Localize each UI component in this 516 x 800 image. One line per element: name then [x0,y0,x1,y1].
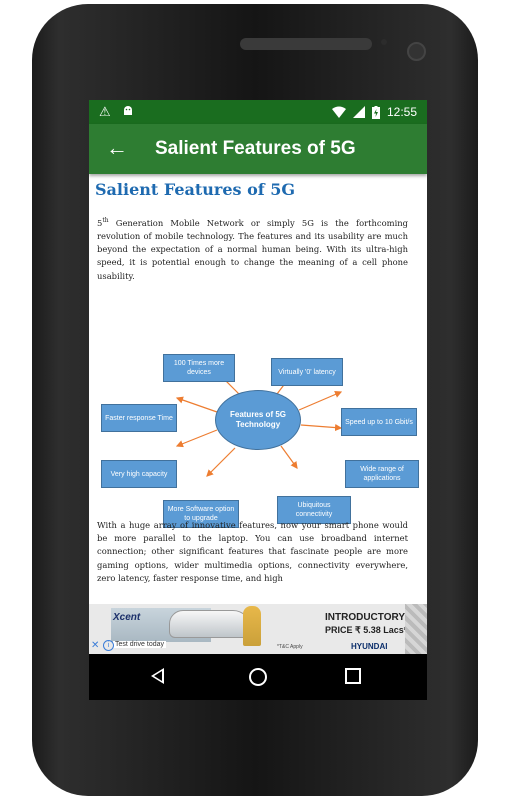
diagram-node: Virtually '0' latency [271,358,343,386]
arrow-to-response [175,396,218,413]
arrow-to-capacity [175,429,218,448]
status-right-icons: 12:55 [331,105,417,119]
front-camera [407,42,426,61]
app-bar: ← Salient Features of 5G [89,124,427,174]
arrow-to-applications [300,423,343,432]
arrow-to-software [206,447,236,477]
diagram-node: Wide range of applications [345,460,419,488]
close-icon[interactable]: ✕ [91,640,100,651]
earpiece [240,38,372,50]
ad-test-drive[interactable]: Test drive today [113,641,167,648]
ad-car-image [169,610,251,638]
nav-home-icon[interactable] [249,668,267,686]
diagram-node: Speed up to 10 Gbit/s [341,408,417,436]
arrow-back-icon[interactable]: ← [106,135,128,160]
features-diagram: 100 Times more devices Virtually '0' lat… [89,320,427,528]
android-icon [124,106,133,115]
ad-terms: *T&C Apply [277,644,303,650]
diagram-node: Faster response Time [101,404,177,432]
ad-title: INTRODUCTORY [325,612,405,623]
article-heading: Salient Features of 5G [95,180,296,199]
ad-person-image [243,606,261,646]
warning-icon: ⚠ [99,104,111,119]
proximity-sensor [381,39,387,45]
navigation-bar [89,654,427,700]
wifi-icon [331,106,346,118]
ad-price: PRICE ₹ 5.38 Lacs* [325,625,408,635]
arrow-to-connectivity [280,445,298,469]
diagram-node: More Software option to upgrade [163,500,239,528]
diagram-node: Ubiquitous connectivity [277,496,351,524]
ad-decoration [405,604,427,654]
ad-maker-logo: HYUNDAI [351,642,388,651]
app-bar-title: Salient Features of 5G [155,138,356,159]
status-time: 12:55 [386,105,417,119]
arrow-to-speed [298,391,343,411]
diagram-center-node: Features of 5G Technology [215,390,301,450]
nav-back-icon[interactable] [151,668,164,684]
article-paragraph-1: 5th Generation Mobile Network or simply … [97,214,408,283]
para1-lead: 5 [97,217,103,228]
article-content[interactable]: Salient Features of 5G 5th Generation Mo… [89,174,427,604]
diagram-node: Very high capacity [101,460,177,488]
ad-brand: Xcent [113,612,141,623]
diagram-node: 100 Times more devices [163,354,235,382]
battery-charging-icon [371,105,380,119]
ad-banner[interactable]: Xcent Test drive today INTRODUCTORY PRIC… [89,604,427,654]
status-bar: ⚠ 12:55 [89,100,427,124]
info-icon[interactable]: i [103,640,114,651]
article-paragraph-2: With a huge array of innovative features… [97,520,408,583]
nav-recents-icon[interactable] [345,668,361,684]
para1-sup: th [102,217,109,224]
signal-icon [352,106,365,118]
screen: ⚠ 12:55 ← Salient Features of 5G Salient… [89,100,427,700]
para1-text: Generation Mobile Network or simply 5G i… [97,217,408,281]
status-left-icons: ⚠ [99,104,134,120]
